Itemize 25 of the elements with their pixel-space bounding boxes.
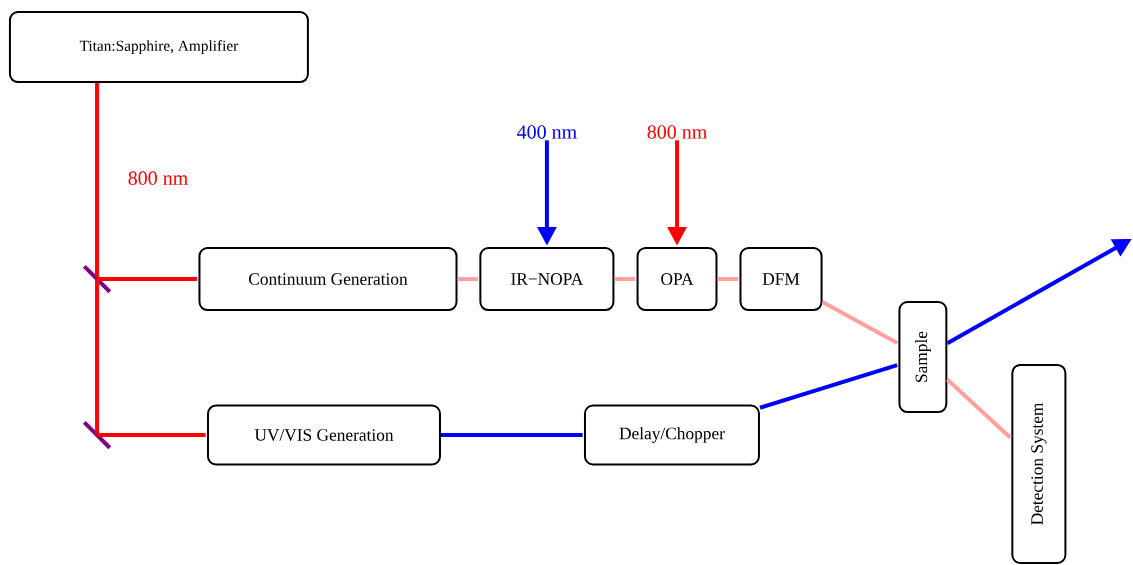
- detector-box: Detection System: [1011, 363, 1067, 564]
- process-box: UV/VIS Generation: [207, 404, 441, 466]
- beam-line: [759, 363, 898, 410]
- process-box: Continuum Generation: [198, 247, 458, 312]
- process-box: Delay/Chopper: [583, 404, 760, 466]
- sample-box: Sample: [898, 301, 948, 414]
- laser-box: Titan:Sapphire, Amplifier: [8, 11, 309, 84]
- beam-line: [821, 300, 899, 345]
- beam-line: [95, 83, 100, 278]
- beam-line: [97, 433, 206, 437]
- mirror: [82, 264, 112, 294]
- beam-line: [457, 277, 479, 282]
- wavelength-label: 800 nm: [128, 171, 188, 185]
- process-box: DFM: [739, 247, 823, 312]
- wavelength-label: 400 nm: [517, 125, 577, 139]
- beam-line: [946, 378, 1012, 440]
- process-box: OPA: [636, 247, 718, 312]
- wavelength-label: 800 nm: [647, 125, 707, 139]
- beam-line: [95, 279, 100, 434]
- beam-line: [717, 277, 739, 282]
- beam-line: [97, 277, 198, 282]
- beam-line: [441, 433, 583, 437]
- mirror: [82, 420, 112, 450]
- beam-line: [614, 277, 636, 282]
- process-box: IR−NOPA: [479, 247, 615, 312]
